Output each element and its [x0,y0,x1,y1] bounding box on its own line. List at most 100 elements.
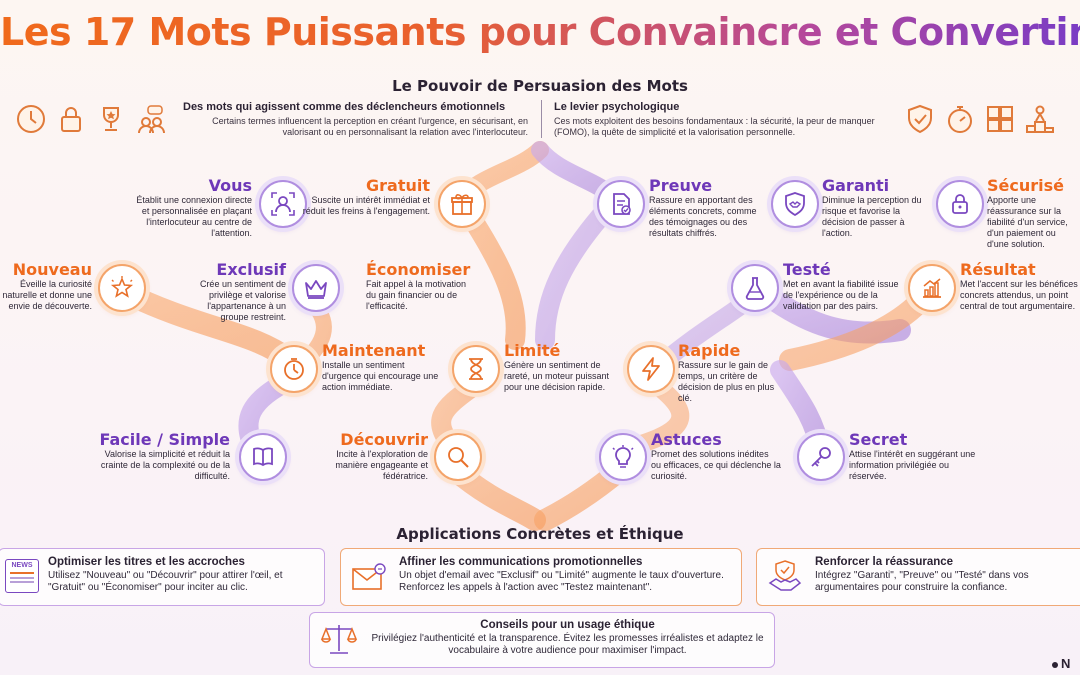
rapide-icon-badge [627,345,675,393]
ethics-text: Privilégiez l'authenticité et la transpa… [371,633,764,656]
application-text: Un objet d'email avec "Exclusif" ou "Lim… [399,570,724,593]
padlock-icon [952,194,968,214]
word-vous: Vous Établit une connexion directe et pe… [128,176,252,239]
word-rapide-title: Rapide [678,341,741,360]
intro-left-text: Certains termes influencent la perceptio… [212,116,528,137]
podium-icon [1026,105,1054,133]
open-book-icon [253,447,273,467]
word-limite: Limité Génère un sentiment de rareté, un… [504,341,624,393]
word-vous-title: Vous [208,176,252,195]
preuve-icon-badge [597,180,645,228]
word-nouveau-title: Nouveau [12,260,92,279]
application-card-promotions: Affiner les communications promotionnell… [340,548,742,606]
word-teste-title: Testé [783,260,831,279]
word-resultat: Résultat Met l'accent sur les bénéfices … [960,260,1079,312]
intro-right-text: Ces mots exploitent des besoins fondamen… [554,116,875,137]
word-garanti: Garanti Diminue la perception du risque … [822,176,932,239]
handshake-icon [768,560,802,591]
word-vous-desc: Établit une connexion directe et personn… [136,195,252,238]
word-exclusif-desc: Crée un sentiment de privilège et valori… [199,279,286,322]
word-economiser: Économiser Fait appel à la motivation du… [366,260,476,312]
person-focus-icon [271,192,295,216]
intro-left-heading: Des mots qui agissent comme des déclench… [183,101,506,113]
word-facile-title: Facile / Simple [99,430,230,449]
crown-icon [305,280,327,299]
word-rapide-desc: Rassure sur le gain de temps, un critère… [678,360,775,403]
page-title: Les 17 Mots Puissants pour Convaincre et… [0,10,1080,54]
word-garanti-desc: Diminue la perception du risque et favor… [822,195,922,238]
lightning-icon [642,357,660,381]
ethics-heading: Conseils pour un usage éthique [480,619,655,631]
facile-icon-badge [239,433,287,481]
word-teste: Testé Met en avant la fiabilité issue de… [783,260,903,312]
email-icon [352,563,386,590]
intro-left: Des mots qui agissent comme des déclench… [183,101,528,138]
word-exclusif-title: Exclusif [216,260,286,279]
magnifier-icon [448,447,469,468]
word-gratuit-desc: Suscite un intérêt immédiat et réduit le… [302,195,430,216]
trophy-icon [103,107,119,131]
word-securise-desc: Apporte une réassurance sur la fiabilité… [987,195,1068,249]
resultat-icon-badge [908,264,956,312]
logo-dot-icon [1052,661,1058,668]
hourglass-icon [469,358,483,380]
puzzle-icon [987,106,1013,132]
vous-icon-badge [259,180,307,228]
word-decouvrir-title: Découvrir [340,430,428,449]
word-resultat-desc: Met l'accent sur les bénéfices concrets … [960,279,1078,311]
intro-right-heading: Le levier psychologique [554,101,680,113]
corner-logo: N [1052,656,1080,674]
corner-logo-text: N [1061,656,1071,671]
flask-icon [745,277,765,300]
word-economiser-desc: Fait appel à la motivation du gain finan… [366,279,467,311]
word-facile-desc: Valorise la simplicité et réduit la crai… [100,449,230,481]
growth-chart-icon [923,278,941,298]
word-secret-desc: Attise l'intérêt en suggérant une inform… [849,449,976,481]
balance-scale-icon [320,625,358,654]
newspaper-icon-label: NEWS [11,562,33,569]
garanti-icon-badge [771,180,819,228]
word-secret-title: Secret [849,430,908,449]
word-preuve-title: Preuve [649,176,713,195]
word-astuces: Astuces Promet des solutions inédites ou… [651,430,781,482]
word-facile: Facile / Simple Valorise la simplicité e… [90,430,230,482]
word-rapide: Rapide Rassure sur le gain de temps, un … [678,341,778,404]
word-teste-desc: Met en avant la fiabilité issue de l'exp… [783,279,899,311]
word-nouveau: Nouveau Éveille la curiosité naturelle e… [0,260,92,312]
word-decouvrir: Découvrir Incite à l'exploration de mani… [310,430,428,482]
application-heading: Optimiser les titres et les accroches [48,556,245,568]
securise-icon-badge [936,180,984,228]
word-nouveau-desc: Éveille la curiosité naturelle et donne … [2,279,92,311]
word-exclusif: Exclusif Crée un sentiment de privilège … [180,260,286,323]
applications-title: Applications Concrètes et Éthique [396,525,684,543]
nouveau-icon-badge [98,264,146,312]
application-text: Utilisez "Nouveau" ou "Découvrir" pour a… [48,570,283,593]
handshake-shield-icon [785,192,805,217]
word-limite-title: Limité [504,341,561,360]
timer-icon [284,358,304,380]
gift-icon [451,194,473,215]
word-decouvrir-desc: Incite à l'exploration de manière engage… [335,449,428,481]
astuces-icon-badge [599,433,647,481]
intro-right: Le levier psychologique Ces mots exploit… [554,101,879,138]
newspaper-icon: NEWS [5,559,39,593]
limite-icon-badge [452,345,500,393]
secret-icon-badge [797,433,845,481]
exclusif-icon-badge [292,264,340,312]
word-astuces-desc: Promet des solutions inédites ou efficac… [651,449,781,481]
application-card-reassurance: Renforcer la réassurance Intégrez "Garan… [756,548,1080,606]
application-text: Intégrez "Garanti", "Preuve" ou "Testé" … [815,570,1029,593]
word-maintenant-desc: Installe un sentiment d'urgence qui enco… [322,360,439,392]
word-maintenant-title: Maintenant [322,341,426,360]
word-preuve-desc: Rassure en apportant des éléments concre… [649,195,757,238]
word-gratuit-title: Gratuit [366,176,430,195]
word-maintenant: Maintenant Installe un sentiment d'urgen… [322,341,442,393]
shield-check-icon [908,104,932,134]
users-chat-icon [138,105,165,134]
section-subtitle: Le Pouvoir de Persuasion des Mots [392,77,688,95]
ethics-card: Conseils pour un usage éthique Privilégi… [309,612,775,668]
word-garanti-title: Garanti [822,176,890,195]
teste-icon-badge [731,264,779,312]
application-card-titles: NEWS Optimiser les titres et les accroch… [0,548,325,606]
decouvrir-icon-badge [434,433,482,481]
